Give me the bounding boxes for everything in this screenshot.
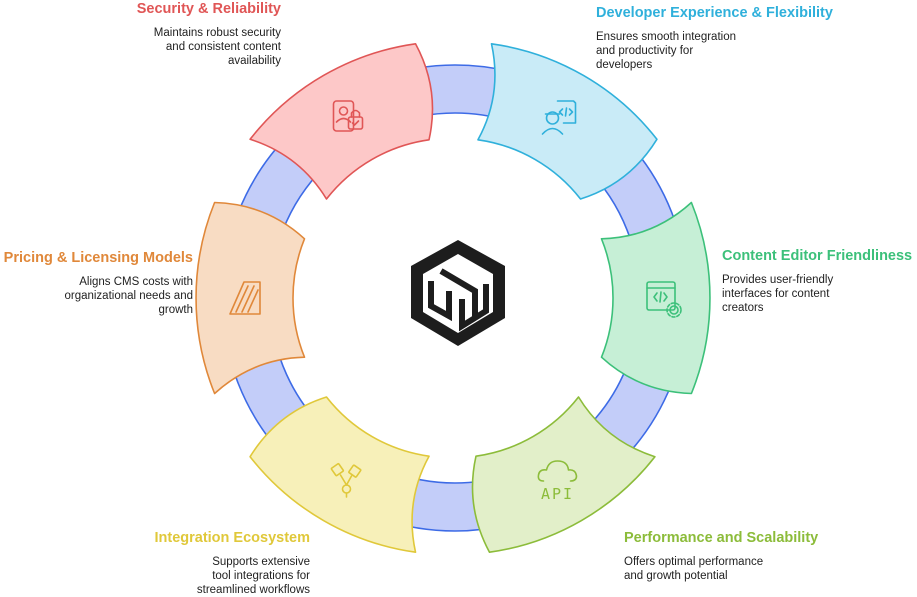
label-developer: Developer Experience & Flexibility Ensur… xyxy=(596,5,833,72)
segment-description-security: Maintains robust security and consistent… xyxy=(153,27,281,67)
segment-shape-developer xyxy=(477,42,658,200)
segment-card-performance: API xyxy=(471,396,656,554)
label-security: Security & Reliability Maintains robust … xyxy=(137,1,281,68)
pricing-tag-icon xyxy=(229,281,261,315)
segment-shape-security xyxy=(249,42,434,200)
segment-title-pricing: Pricing & Licensing Models xyxy=(3,250,193,266)
segment-cards: API xyxy=(195,42,711,554)
segment-title-integration: Integration Ecosystem xyxy=(154,530,310,546)
shield-lock-user-icon xyxy=(332,100,364,132)
segment-title-developer: Developer Experience & Flexibility xyxy=(596,5,833,21)
cloud-api-icon: API xyxy=(537,460,578,503)
segment-description-editor: Provides user-friendly interfaces for co… xyxy=(722,274,834,314)
label-performance: Performance and Scalability Offers optim… xyxy=(624,530,818,583)
segment-card-integration xyxy=(249,396,430,554)
segment-shape-performance xyxy=(471,396,656,554)
code-window-gear-icon xyxy=(646,281,682,318)
segment-card-security xyxy=(249,42,434,200)
plug-connector-icon xyxy=(330,463,362,498)
segment-title-editor: Content Editor Friendliness xyxy=(722,248,913,264)
segment-description-integration: Supports extensive tool integrations for… xyxy=(196,556,310,596)
label-integration: Integration Ecosystem Supports extensive… xyxy=(154,530,310,597)
developer-code-icon xyxy=(541,100,577,135)
segment-card-pricing xyxy=(195,201,306,395)
segment-card-editor xyxy=(600,201,711,395)
center-logo xyxy=(411,240,505,346)
segment-description-developer: Ensures smooth integration and productiv… xyxy=(596,31,736,71)
segment-title-security: Security & Reliability xyxy=(136,1,281,17)
segment-shape-pricing xyxy=(195,201,306,395)
api-icon-text: API xyxy=(541,485,574,503)
label-pricing: Pricing & Licensing Models Aligns CMS co… xyxy=(4,250,193,317)
segment-description-pricing: Aligns CMS costs with organizational nee… xyxy=(64,276,193,316)
label-editor: Content Editor Friendliness Provides use… xyxy=(722,248,912,315)
segment-title-performance: Performance and Scalability xyxy=(624,530,819,546)
segment-card-developer xyxy=(477,42,658,200)
segment-description-performance: Offers optimal performance and growth po… xyxy=(624,556,764,582)
